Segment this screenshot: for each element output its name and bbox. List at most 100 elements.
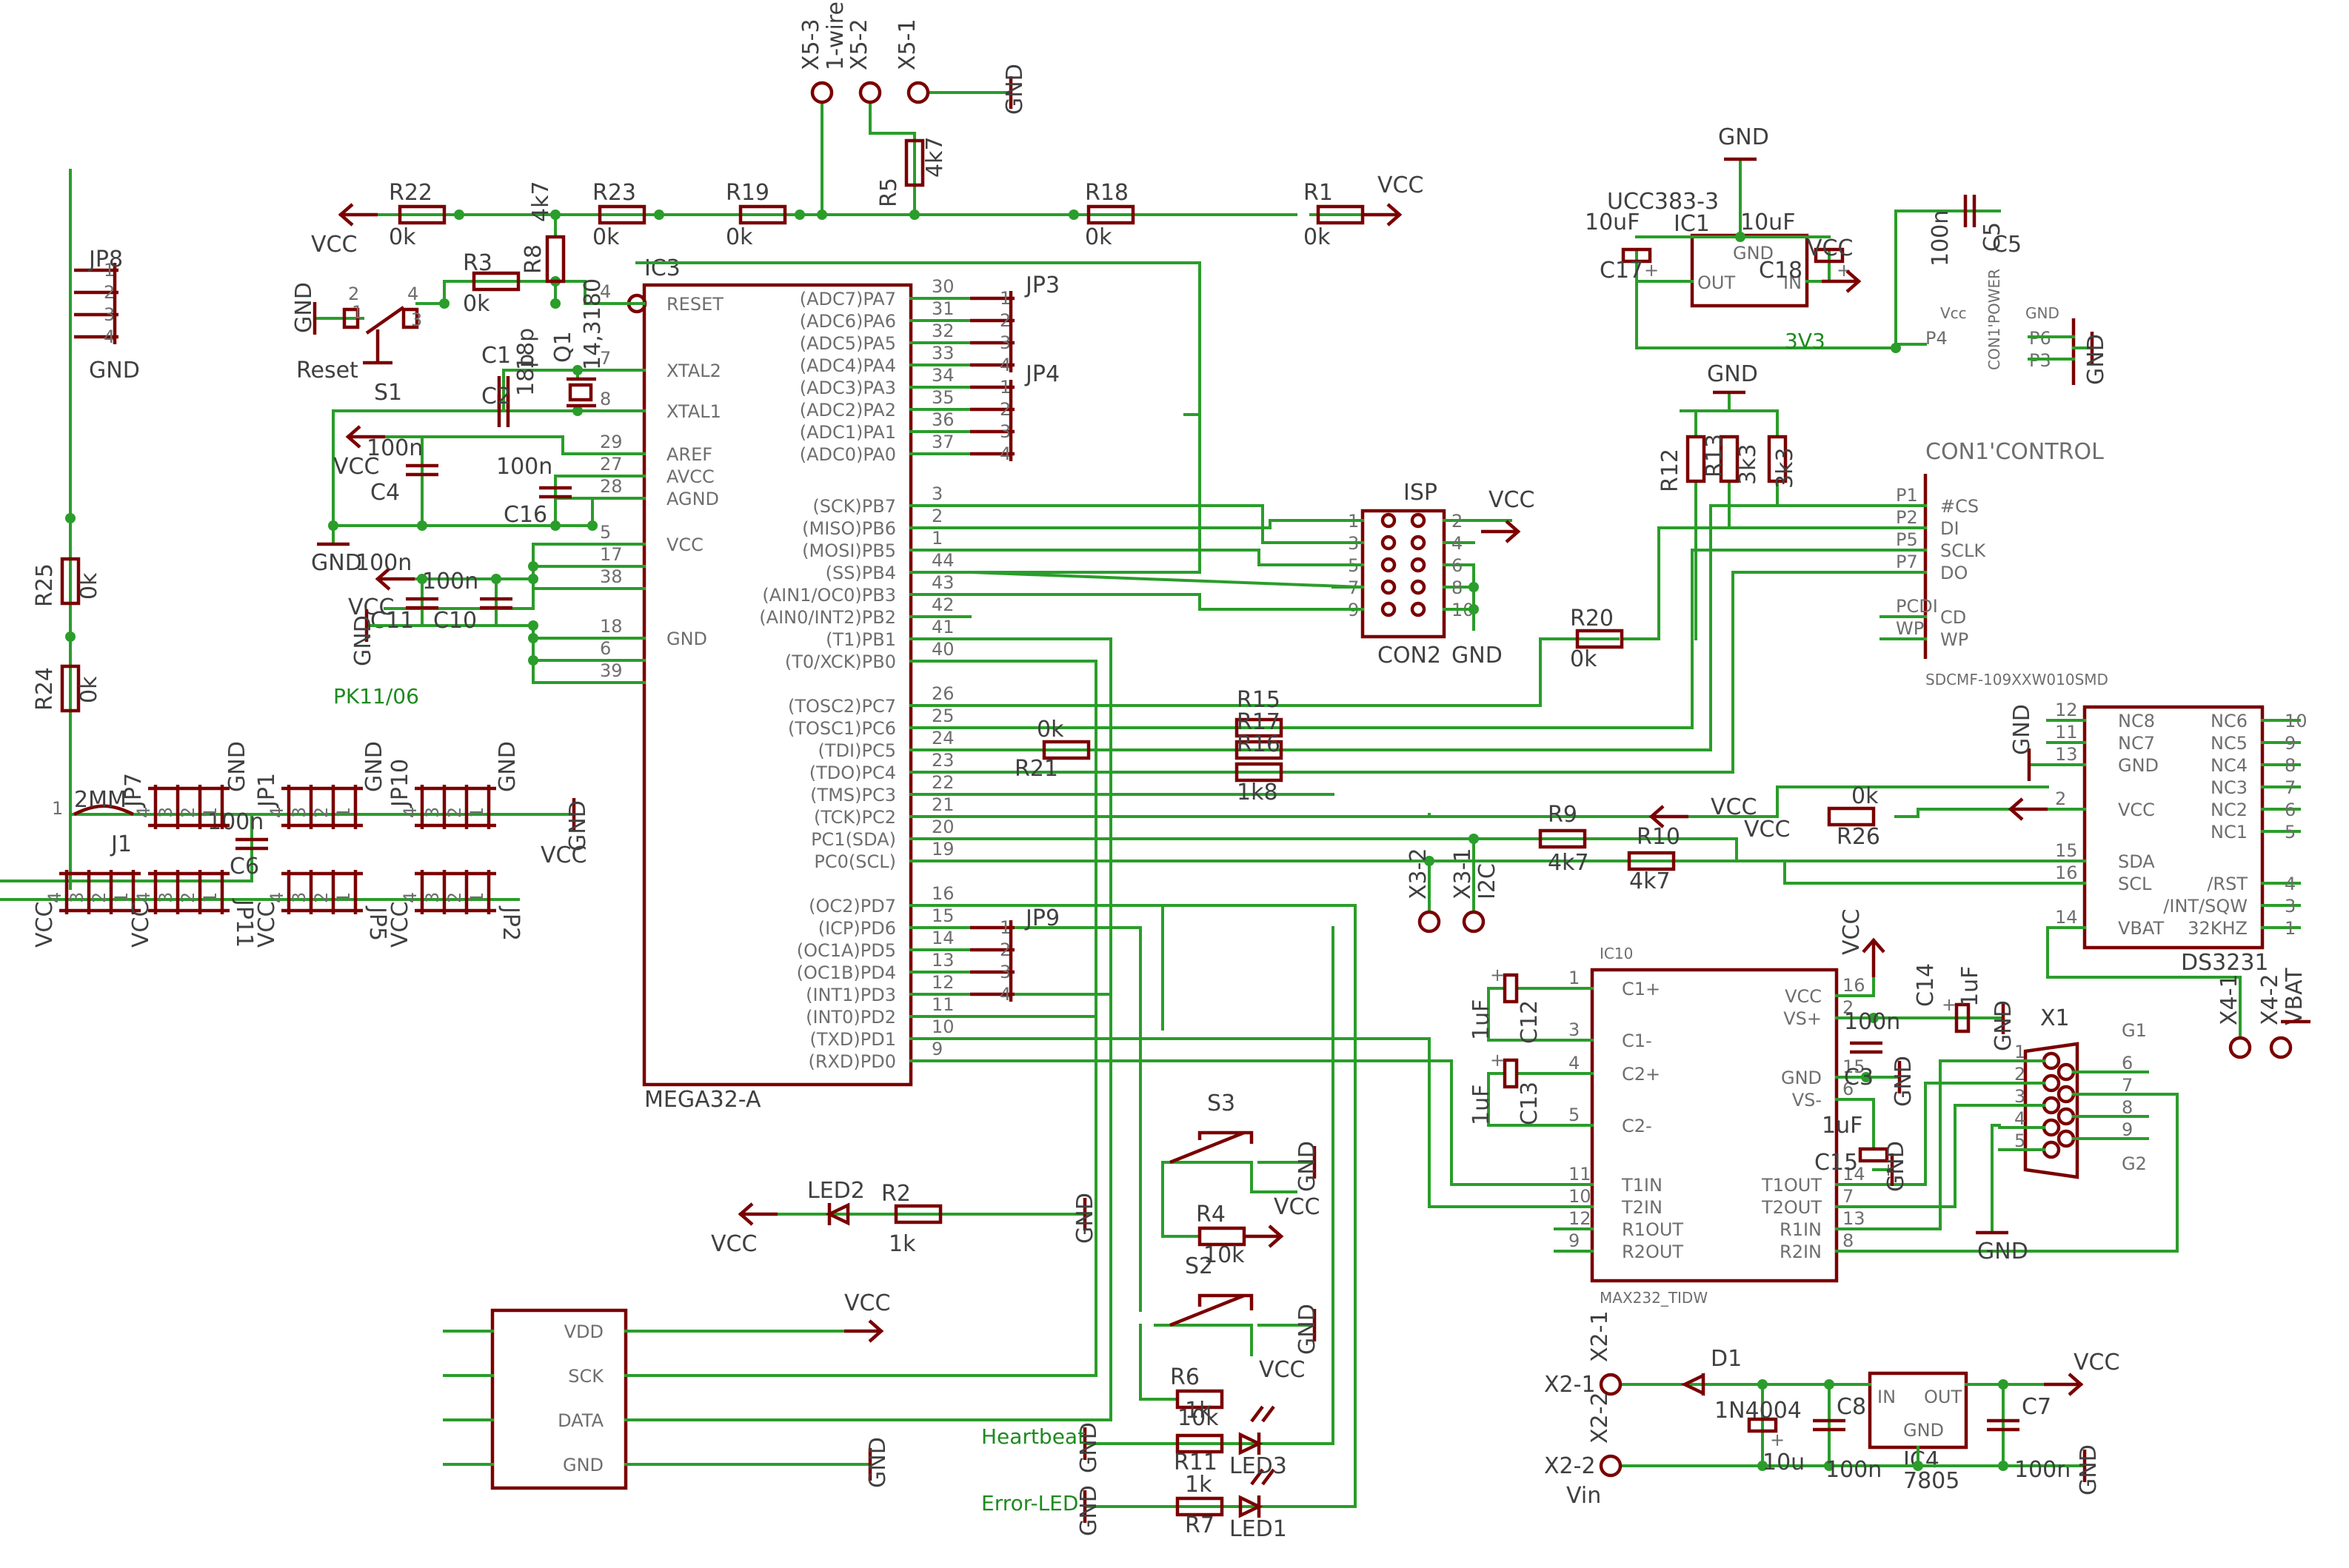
resistor-r20[interactable]: [1575, 629, 1624, 649]
header-refdes: JP9: [1024, 905, 1060, 931]
resistor-r19[interactable]: [738, 204, 787, 225]
junction: [587, 520, 598, 531]
resistor-r8[interactable]: [545, 235, 566, 284]
test-pad-x4-2[interactable]: [2269, 1036, 2293, 1059]
jumper-j1[interactable]: [73, 804, 135, 817]
mcu-ic3[interactable]: IC3 MEGA32-A 4RESET7XTAL28XTAL129AREF27A…: [584, 255, 972, 1113]
test-pad-x2-1[interactable]: [1599, 1373, 1623, 1396]
electrolytic-capacitor[interactable]: [1621, 247, 1652, 264]
test-pad-x3-2[interactable]: [1417, 910, 1441, 934]
test-pad-x2-2[interactable]: [1599, 1454, 1623, 1478]
net-label: VCC: [1488, 487, 1534, 513]
resistor-r18[interactable]: [1086, 204, 1135, 225]
max232-pin-number: 14: [1842, 1164, 1865, 1185]
resistor-value: 0k: [1570, 646, 1597, 672]
electrolytic-capacitor[interactable]: [1814, 247, 1845, 264]
electrolytic-capacitor[interactable]: [1503, 973, 1519, 1004]
resistor-value: 1k8: [1237, 780, 1278, 805]
resistor-r23[interactable]: [598, 204, 646, 225]
net-label: GND: [2009, 704, 2035, 755]
capacitor-value: 100n: [496, 454, 552, 480]
led1-icon[interactable]: [1238, 1495, 1263, 1518]
resistor-pullup[interactable]: [1719, 435, 1740, 483]
junction: [550, 520, 561, 531]
junction: [817, 210, 827, 220]
sensor-pin-name: SCK: [568, 1366, 604, 1387]
header-pin-number: 3: [1000, 962, 1011, 982]
resistor-r6[interactable]: [1175, 1389, 1224, 1410]
resistor-r25[interactable]: [60, 557, 81, 606]
mcu-pin-name: (AIN1/OC0)PB3: [762, 585, 896, 606]
test-pad-x5-1[interactable]: [906, 81, 930, 104]
mcu-pin-number: 40: [932, 639, 955, 660]
mcu-pin-name: (ADC7)PA7: [800, 289, 896, 309]
resistor-r26[interactable]: [1827, 806, 1876, 827]
resistor-r24[interactable]: [60, 664, 81, 713]
electrolytic-capacitor[interactable]: [1747, 1417, 1778, 1433]
max232-pin-name: T1OUT: [1761, 1175, 1822, 1196]
resistor-r7[interactable]: [1175, 1496, 1224, 1517]
mcu-pin-number: 13: [932, 950, 955, 971]
resistor-refdes: R18: [1085, 180, 1129, 206]
junction: [1824, 1461, 1834, 1471]
regulator-ic4[interactable]: IN OUT GND IC4 7805: [1868, 1371, 1968, 1494]
resistor-r9[interactable]: [1538, 828, 1587, 849]
resistor-r10[interactable]: [1627, 851, 1676, 871]
electrolytic-capacitor[interactable]: [1858, 1147, 1889, 1163]
diode-d1-icon[interactable]: [1680, 1373, 1705, 1396]
electrolytic-capacitor[interactable]: [1954, 1002, 1971, 1033]
rtc-pin-number: 2: [2055, 788, 2066, 809]
crystal-q1[interactable]: [568, 383, 593, 402]
junction: [1913, 1461, 1923, 1471]
mcu-pin-number: 23: [932, 750, 955, 771]
resistor-r3[interactable]: [472, 271, 521, 292]
wire: [1872, 1093, 2179, 1253]
electrolytic-capacitor[interactable]: [1503, 1058, 1519, 1089]
mcu-pin-number: 25: [932, 706, 955, 726]
test-pad-x5-2[interactable]: [858, 81, 882, 104]
resistor-refdes: R11: [1174, 1450, 1217, 1475]
resistor-r22[interactable]: [398, 204, 447, 225]
switch-s3[interactable]: [1169, 1130, 1254, 1165]
test-pad-x5-3[interactable]: [810, 81, 834, 104]
net-label: 1uF: [1822, 1113, 1862, 1139]
net-label: 3: [411, 309, 422, 330]
pad-refdes: X5-1: [895, 19, 920, 70]
test-pad-x4-1[interactable]: [2228, 1036, 2252, 1059]
led2-icon[interactable]: [825, 1202, 850, 1226]
test-pad-x3-1[interactable]: [1462, 910, 1486, 934]
resistor-r21[interactable]: [1042, 740, 1091, 760]
rtc-ds3231[interactable]: DS3231 12NC811NC713GND2VCC15SDA16SCL14VB…: [2046, 700, 2308, 976]
resistor-r2[interactable]: [894, 1204, 943, 1224]
junction: [572, 365, 583, 375]
wire: [665, 1015, 1097, 1377]
rtc-pin-name: NC1: [2211, 822, 2248, 842]
junction: [1468, 834, 1479, 844]
net-label: LED2: [807, 1178, 865, 1204]
resistor-r16[interactable]: [1234, 762, 1283, 783]
resistor-r17[interactable]: [1234, 740, 1283, 760]
sd-card-connector[interactable]: CON1'CONTROL SDCMF-109XXW010SMD P1#CSP2D…: [1879, 269, 2108, 688]
header-pin-number: 4: [267, 807, 287, 818]
resistor-r11[interactable]: [1175, 1433, 1224, 1454]
mcu-body: [642, 283, 913, 1087]
capacitor-refdes: C16: [504, 502, 547, 528]
mcu-pin-number: 1: [932, 528, 943, 549]
header-pin-number: 2: [104, 282, 115, 303]
net-label: 1: [352, 302, 363, 323]
switch-s2[interactable]: [1169, 1293, 1254, 1327]
junction: [550, 210, 561, 220]
net-label: VCC: [128, 902, 154, 948]
net-label: C15: [1814, 1150, 1858, 1176]
resistor-pullup[interactable]: [1767, 435, 1788, 483]
resistor-pullup[interactable]: [1685, 435, 1706, 483]
dsub-pin-pad: [2056, 1107, 2076, 1126]
reset-switch-s1[interactable]: [363, 306, 405, 365]
led-emission-icon: [1250, 1468, 1275, 1486]
resistor-r5[interactable]: [904, 138, 925, 187]
led3-icon[interactable]: [1238, 1432, 1263, 1455]
resistor-r15[interactable]: [1234, 717, 1283, 738]
